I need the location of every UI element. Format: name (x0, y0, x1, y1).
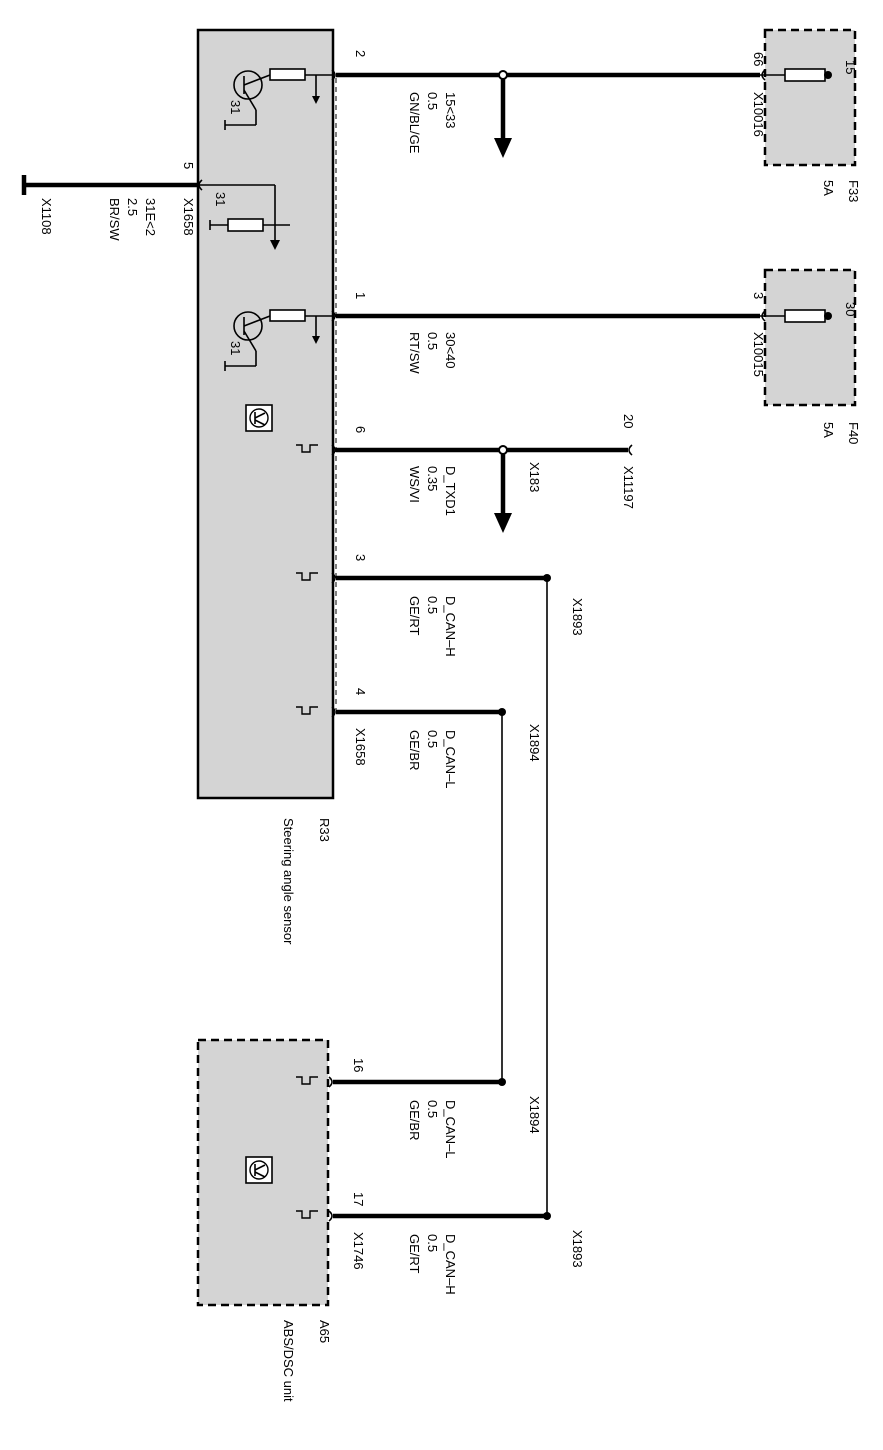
splice-connector: X1894 (527, 1096, 542, 1134)
wire-signal: D_CAN–H (443, 1234, 458, 1295)
a65-name-label: ABS/DSC unit (281, 1320, 296, 1402)
f40-id-label: F40 (846, 422, 861, 444)
f33-id-label: F33 (846, 180, 861, 202)
continuation-arrow-icon (494, 79, 512, 158)
splice-connector: X1893 (570, 1230, 585, 1268)
splice-dot (498, 70, 508, 80)
splice-dot (498, 1078, 506, 1086)
far-pin-number: 3 (751, 292, 766, 299)
f40-pin-label: 30 (843, 302, 858, 316)
wire-signal: D_CAN–H (443, 596, 458, 657)
wire-color: GE/BR (407, 730, 422, 770)
splice-dot (543, 1212, 551, 1220)
a65-id-label: A65 (317, 1320, 332, 1343)
connector-label: X1658 (353, 728, 368, 766)
wire-color: GE/BR (407, 1100, 422, 1140)
far-connector: X11197 (621, 466, 636, 509)
fuse-f40-element-icon (760, 309, 832, 323)
wire-gauge: 0.5 (425, 1100, 440, 1118)
ground-connector: X1108 (39, 198, 54, 235)
f33-pin-label: 15 (843, 60, 858, 74)
wire-signal: 15<33 (443, 92, 458, 129)
wire-signal: D_CAN–L (443, 730, 458, 789)
ground-resistor-icon (198, 184, 290, 250)
connector-label: X1658 (181, 198, 196, 236)
wire-gauge: 0.5 (425, 1234, 440, 1252)
wire-gauge: 0.5 (425, 596, 440, 614)
r33-name-label: Steering angle sensor (281, 818, 296, 945)
far-pin-number: 66 (751, 52, 766, 66)
pin-number: 5 (181, 162, 196, 169)
r33-id-label: R33 (317, 818, 332, 842)
pin-number: 17 (351, 1192, 366, 1206)
splice-dot (498, 445, 508, 455)
wire-color: GE/RT (407, 596, 422, 636)
far-pin-number: 20 (621, 414, 636, 428)
continuation-arrow-icon (494, 454, 512, 533)
wire-signal: 31E<2 (143, 198, 158, 236)
pin-number: 2 (353, 50, 368, 57)
control-unit-icon (245, 404, 273, 432)
fuse-f33-element-icon (760, 68, 832, 82)
far-connector: X10016 (751, 92, 766, 137)
pin-number: 16 (351, 1058, 366, 1072)
pin-number: 3 (353, 554, 368, 561)
f33-rating-label: 5A (821, 180, 836, 196)
fuse-f33-box (763, 28, 857, 167)
splice-connector: X1893 (570, 598, 585, 636)
wire-color: GN/BL/GE (407, 92, 422, 154)
wire-signal: D_TXD1 (443, 466, 458, 516)
wire-color: GE/RT (407, 1234, 422, 1274)
splice-dot (498, 708, 506, 716)
pin-number: 4 (353, 688, 368, 695)
wire-gauge: 0.5 (425, 332, 440, 350)
pin-number: 6 (353, 426, 368, 433)
pin-number: 1 (353, 292, 368, 299)
splice-dot (543, 574, 551, 582)
ground-label: 31 (228, 100, 243, 114)
f40-rating-label: 5A (821, 422, 836, 438)
ground-label: 31 (213, 192, 228, 206)
wire-gauge: 0.5 (425, 730, 440, 748)
far-connector: X10015 (751, 332, 766, 377)
splice-connector: X1894 (527, 724, 542, 762)
wire-color: WS/VI (407, 466, 422, 503)
connector-label: X1746 (351, 1232, 366, 1270)
wire-gauge: 0.5 (425, 92, 440, 110)
wire-signal: 30<40 (443, 332, 458, 369)
wire-gauge: 2.5 (125, 198, 140, 216)
bus-interface-icon (296, 444, 318, 1219)
splice-connector: X183 (527, 462, 542, 492)
transistor-icon (224, 309, 332, 371)
wire-gauge: 0.35 (425, 466, 440, 491)
wire-color: RT/SW (407, 332, 422, 374)
fuse-f40-box (763, 268, 857, 407)
wire-color: BR/SW (107, 198, 122, 241)
control-unit-icon (245, 1156, 273, 1184)
transistor-icon (224, 68, 332, 130)
ground-label: 31 (228, 341, 243, 355)
wire-signal: D_CAN–L (443, 1100, 458, 1159)
